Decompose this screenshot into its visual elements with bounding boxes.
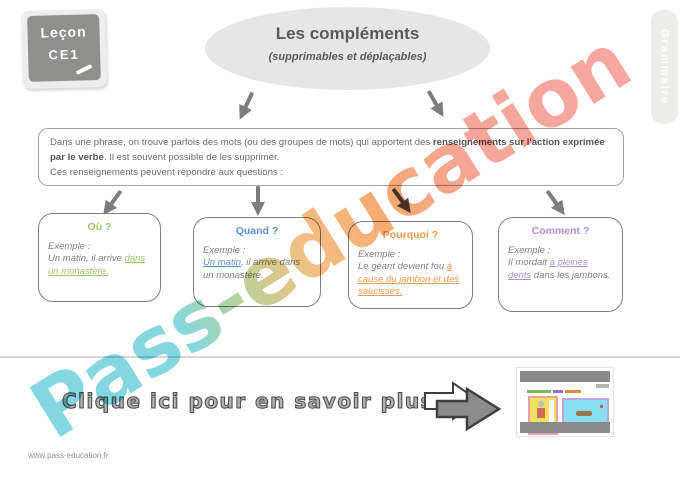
thumb-header-bar [520, 371, 610, 382]
question-title: Quand ? [235, 225, 279, 237]
example-label: Exemple : [508, 245, 551, 256]
example-highlight: dans un monastère. [48, 253, 146, 277]
example-label: Exemple : [358, 249, 401, 260]
arrow-down-right-icon [540, 185, 572, 220]
big-right-arrow-icon [423, 381, 503, 433]
thumb-footer-bar [520, 422, 610, 433]
arrow-down-right-icon [421, 86, 451, 122]
thumb-text-line [527, 390, 581, 393]
example-text: , il arrive dans un monastère. [203, 257, 301, 281]
intro-text-after: . Il est souvent possible de les supprim… [103, 151, 280, 163]
link-preview-thumbnail[interactable] [516, 367, 614, 437]
arrow-down-left-icon [232, 88, 260, 124]
chalkboard-icon: Leçon CE1 [27, 14, 101, 82]
intro-box: Dans une phrase, on trouve parfois des m… [38, 128, 624, 186]
question-title: Pourquoi ? [382, 229, 439, 241]
arrow-down-left-icon [96, 185, 128, 220]
page-subtitle: (supprimables et déplaçables) [268, 51, 427, 63]
question-box-comment: Comment ? Exemple : Il mordait à pleines… [498, 217, 623, 312]
section-divider [0, 356, 680, 358]
thumb-menu-bar [596, 384, 609, 388]
intro-text-bold: renseignements sur l'action exprimée par… [50, 137, 605, 163]
question-box-ou: Où ? Exemple : Un matin, il arrive dans … [38, 213, 161, 302]
example-text: Le géant devient fou [358, 261, 447, 273]
title-bubble: Les compléments (supprimables et déplaça… [205, 7, 490, 90]
badge-grade-label: CE1 [48, 46, 80, 63]
intro-line2: Ces renseignements peuvent répondre aux … [50, 166, 284, 178]
question-title: Où ? [87, 221, 112, 233]
intro-text: Dans une phrase, on trouve parfois des m… [50, 137, 433, 148]
badge-lesson-label: Leçon [40, 23, 87, 41]
arrow-down-right-icon [386, 183, 418, 218]
website-url: www.pass-education.fr [28, 451, 109, 460]
question-box-quand: Quand ? Exemple : Un matin, il arrive da… [193, 217, 321, 307]
chalk-icon [75, 63, 93, 76]
example-text: dans les jambons. [531, 269, 611, 281]
more-info-link[interactable]: Clique ici pour en savoir plus !!! [61, 388, 475, 413]
subject-tab: Grammaire [651, 10, 678, 124]
example-highlight: à cause du jambon et des saucisses. [358, 261, 459, 298]
example-label: Exemple : [203, 245, 246, 256]
example-label: Exemple : [48, 241, 91, 252]
example-highlight: Un matin [203, 257, 242, 269]
question-box-pourquoi: Pourquoi ? Exemple : Le géant devient fo… [348, 221, 473, 309]
example-text: Un matin, il arrive [48, 253, 125, 265]
page-title: Les compléments [275, 24, 420, 43]
subject-tab-label: Grammaire [658, 28, 671, 106]
lesson-badge: Leçon CE1 [20, 8, 108, 90]
question-title: Comment ? [531, 225, 590, 237]
example-text: Il mordait [508, 257, 550, 269]
arrow-down-icon [250, 185, 266, 217]
example-highlight: à pleines dents [508, 257, 588, 281]
